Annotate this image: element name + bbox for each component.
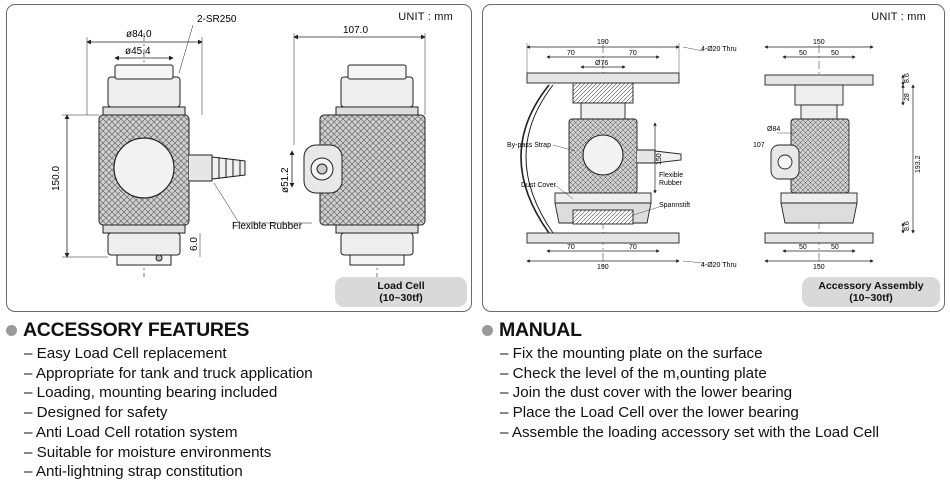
list-item: Designed for safety (24, 403, 313, 423)
side-view (303, 64, 426, 277)
caption-range: (10~30tf) (849, 292, 893, 304)
dim-190-top: 190 (597, 39, 609, 46)
list-item: Join the dust cover with the lower beari… (500, 383, 879, 403)
dim-dia51: ø51.2 (280, 167, 291, 193)
list-item: Check the level of the m,ounting plate (500, 364, 879, 384)
caption-range: (10~30tf) (379, 292, 423, 304)
dim-v86a: 8.6 (904, 73, 911, 83)
unit-label: UNIT : mm (398, 11, 453, 23)
dim-s50b: 50 (831, 50, 839, 57)
load-cell-panel: UNIT : mm (6, 4, 472, 312)
accessory-assembly-panel: UNIT : mm (482, 4, 945, 312)
dim-dia45: ø45.4 (125, 46, 151, 57)
dim-dia84: ø84.0 (126, 29, 152, 40)
dim-w107: 107.0 (343, 25, 368, 36)
dim-70a: 70 (567, 50, 575, 57)
manual-section: MANUAL Fix the mounting plate on the sur… (482, 319, 879, 443)
dim-70c: 70 (567, 244, 575, 251)
assembly-front-view (520, 45, 682, 267)
dim-s150-bot: 150 (813, 264, 825, 271)
dim-h150: 150.0 (51, 166, 62, 191)
list-item: Place the Load Cell over the lower beari… (500, 403, 879, 423)
dim-h150: 150 (656, 153, 663, 165)
dim-sr250: 2-SR250 (197, 14, 237, 25)
unit-label: UNIT : mm (871, 11, 926, 23)
dim-190-bot: 190 (597, 264, 609, 271)
assembly-side-view (764, 45, 874, 267)
thru-top-label: 4-Ø20 Thru (701, 46, 737, 53)
dim-v193: 193.2 (915, 155, 922, 173)
accessory-features-section: ACCESSORY FEATURES Easy Load Cell replac… (6, 319, 313, 482)
list-item: Fix the mounting plate on the surface (500, 344, 879, 364)
accessory-features-list: Easy Load Cell replacement Appropriate f… (6, 344, 313, 482)
thru-bot-label: 4-Ø20 Thru (701, 262, 737, 269)
dim-v86b: 8.6 (904, 221, 911, 231)
spannstift-label: Spannstift (659, 202, 690, 209)
dim-d107: 107 (753, 142, 765, 149)
dim-d76: Ø76 (595, 60, 608, 67)
caption-title: Accessory Assembly (818, 280, 924, 292)
dim-h6: 6.0 (189, 237, 200, 251)
load-cell-caption: Load Cell (10~30tf) (335, 277, 467, 307)
accessory-assembly-caption: Accessory Assembly (10~30tf) (802, 277, 940, 307)
accessory-assembly-drawing: 190 70 70 4-Ø20 Thru Ø76 By-pass Strap 1… (507, 39, 922, 271)
caption-title: Load Cell (377, 280, 425, 292)
dim-s50c: 50 (799, 244, 807, 251)
list-item: Suitable for moisture environments (24, 443, 313, 463)
flexible-rubber-label: Flexible Rubber (232, 221, 303, 232)
section-bullet-icon (6, 325, 17, 336)
list-item: Appropriate for tank and truck applicati… (24, 364, 313, 384)
manual-list: Fix the mounting plate on the surface Ch… (482, 344, 879, 443)
rubber-label: Rubber (659, 180, 683, 187)
dim-70b: 70 (629, 50, 637, 57)
dim-v28: 28 (904, 93, 911, 101)
dim-s150-top: 150 (813, 39, 825, 46)
dim-s50a: 50 (799, 50, 807, 57)
list-item: Anti Load Cell rotation system (24, 423, 313, 443)
list-item: Assemble the loading accessory set with … (500, 423, 879, 443)
front-view (98, 33, 246, 277)
dim-d84: Ø84 (767, 126, 780, 133)
dim-70d: 70 (629, 244, 637, 251)
dim-s50d: 50 (831, 244, 839, 251)
section-bullet-icon (482, 325, 493, 336)
bypass-strap-label: By-pass Strap (507, 142, 551, 149)
flexible-label: Flexible (659, 172, 683, 179)
dust-cover-label: Dust Cover (521, 182, 557, 189)
list-item: Anti-lightning strap constitution (24, 462, 313, 482)
list-item: Loading, mounting bearing included (24, 383, 313, 403)
list-item: Easy Load Cell replacement (24, 344, 313, 364)
load-cell-drawing: ø84.0 ø45.4 2-SR250 150.0 6.0 Flexible R… (51, 14, 426, 277)
manual-title: MANUAL (499, 319, 582, 341)
accessory-features-title: ACCESSORY FEATURES (23, 319, 250, 341)
